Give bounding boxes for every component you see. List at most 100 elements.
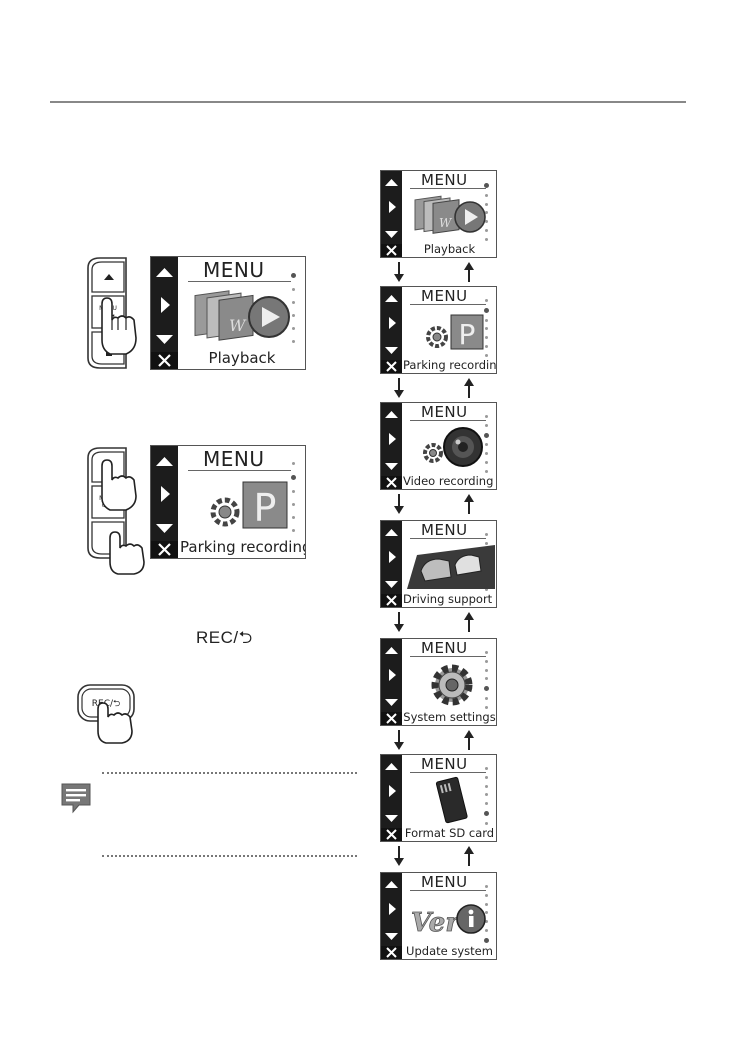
menu-caption: Update system <box>403 944 496 958</box>
menu-caption: Format SD card <box>403 826 496 840</box>
menu-caption: Playback <box>403 242 496 256</box>
menu-caption: Video recording setti <box>403 474 496 488</box>
screen-playback: MENU W Playback <box>380 170 497 258</box>
svg-text:Ver: Ver <box>411 908 461 938</box>
screen-parking: MENU P Parking recording se <box>380 286 497 374</box>
right-arrow-icon <box>389 903 396 915</box>
close-icon[interactable] <box>151 541 178 558</box>
device-side-buttons: MENU OK/◂ <box>80 254 152 372</box>
down-arrow-icon <box>385 933 398 940</box>
menu-caption: Parking recording se <box>403 358 496 372</box>
right-arrow-icon <box>389 551 396 563</box>
menu-title: MENU <box>421 287 468 305</box>
screen-parking-large: MENU P Parking recording se <box>150 445 306 559</box>
note-icon <box>59 781 93 815</box>
rec-back-label: REC/⮌ <box>196 625 253 654</box>
menu-title: MENU <box>421 639 468 657</box>
flow-arrows <box>390 844 490 868</box>
down-arrow-icon <box>385 347 398 354</box>
close-icon[interactable] <box>381 360 402 373</box>
screen-system-settings: MENU System settings <box>380 638 497 726</box>
up-arrow-icon <box>385 295 398 302</box>
svg-text:W: W <box>439 216 453 230</box>
right-arrow-icon <box>389 433 396 445</box>
back-arrow-icon: ⮌ <box>239 628 253 647</box>
down-arrow-icon <box>385 581 398 588</box>
close-icon[interactable] <box>381 946 402 959</box>
menu-title: MENU <box>203 447 265 471</box>
title-underline <box>410 538 486 539</box>
title-underline <box>410 304 486 305</box>
close-icon[interactable] <box>381 594 402 607</box>
right-arrow-icon <box>161 486 170 502</box>
screen-driving-support: MENU Driving support sett <box>380 520 497 608</box>
menu-title: MENU <box>421 873 468 891</box>
flow-arrows <box>390 492 490 516</box>
title-underline <box>410 188 486 189</box>
menu-caption: Driving support sett <box>403 592 496 606</box>
up-arrow-icon <box>385 411 398 418</box>
close-icon[interactable] <box>381 476 402 489</box>
screen-format-sd: MENU Format SD card <box>380 754 497 842</box>
flow-arrows <box>390 610 490 634</box>
up-arrow-icon <box>385 529 398 536</box>
close-icon[interactable] <box>381 828 402 841</box>
menu-title: MENU <box>421 755 468 773</box>
down-arrow-icon <box>156 335 173 344</box>
svg-text:P: P <box>459 318 476 351</box>
rec-button: REC/⮌ <box>76 681 146 745</box>
screen-playback-large: MENU W Playback <box>150 256 306 370</box>
right-arrow-icon <box>389 669 396 681</box>
gear-icon <box>407 659 497 709</box>
close-icon[interactable] <box>381 712 402 725</box>
note-divider-top <box>102 772 357 774</box>
svg-text:P: P <box>254 486 277 530</box>
title-underline <box>410 656 486 657</box>
screen-video-recording: MENU Video recording setti <box>380 402 497 490</box>
close-icon[interactable] <box>381 244 402 257</box>
menu-caption: System settings <box>403 710 496 724</box>
version-info-icon: Ver <box>407 893 497 943</box>
parking-icon: P <box>407 307 497 357</box>
down-arrow-icon <box>385 463 398 470</box>
sd-card-icon <box>407 775 497 825</box>
note-divider-bottom <box>102 855 357 857</box>
video-lens-icon <box>407 423 497 473</box>
right-arrow-icon <box>389 201 396 213</box>
menu-title: MENU <box>421 403 468 421</box>
up-arrow-icon <box>385 647 398 654</box>
title-underline <box>188 470 291 471</box>
close-icon[interactable] <box>151 352 178 369</box>
up-arrow-icon <box>156 268 173 277</box>
title-underline <box>410 772 486 773</box>
title-underline <box>188 281 291 282</box>
flow-arrows <box>390 728 490 752</box>
down-arrow-icon <box>156 524 173 533</box>
down-arrow-icon <box>385 231 398 238</box>
header-rule <box>50 101 686 103</box>
menu-caption: Playback <box>179 349 305 367</box>
menu-title: MENU <box>203 258 265 282</box>
svg-text:W: W <box>229 316 247 335</box>
parking-icon: P <box>185 472 305 538</box>
up-arrow-icon <box>156 457 173 466</box>
up-arrow-icon <box>385 763 398 770</box>
up-arrow-icon <box>385 881 398 888</box>
playback-icon: W <box>407 191 497 241</box>
right-arrow-icon <box>389 785 396 797</box>
device-side-buttons-scroll: MENU OK/◂ <box>80 444 152 576</box>
screen-update-system: MENU Ver Update system <box>380 872 497 960</box>
down-arrow-icon <box>385 815 398 822</box>
right-arrow-icon <box>161 297 170 313</box>
menu-title: MENU <box>421 171 468 189</box>
flow-arrows <box>390 376 490 400</box>
title-underline <box>410 890 486 891</box>
playback-icon: W <box>185 283 305 349</box>
title-underline <box>410 420 486 421</box>
right-arrow-icon <box>389 317 396 329</box>
up-arrow-icon <box>385 179 398 186</box>
menu-title: MENU <box>421 521 468 539</box>
flow-arrows <box>390 260 490 284</box>
menu-caption: Parking recording se <box>180 538 305 556</box>
down-arrow-icon <box>385 699 398 706</box>
